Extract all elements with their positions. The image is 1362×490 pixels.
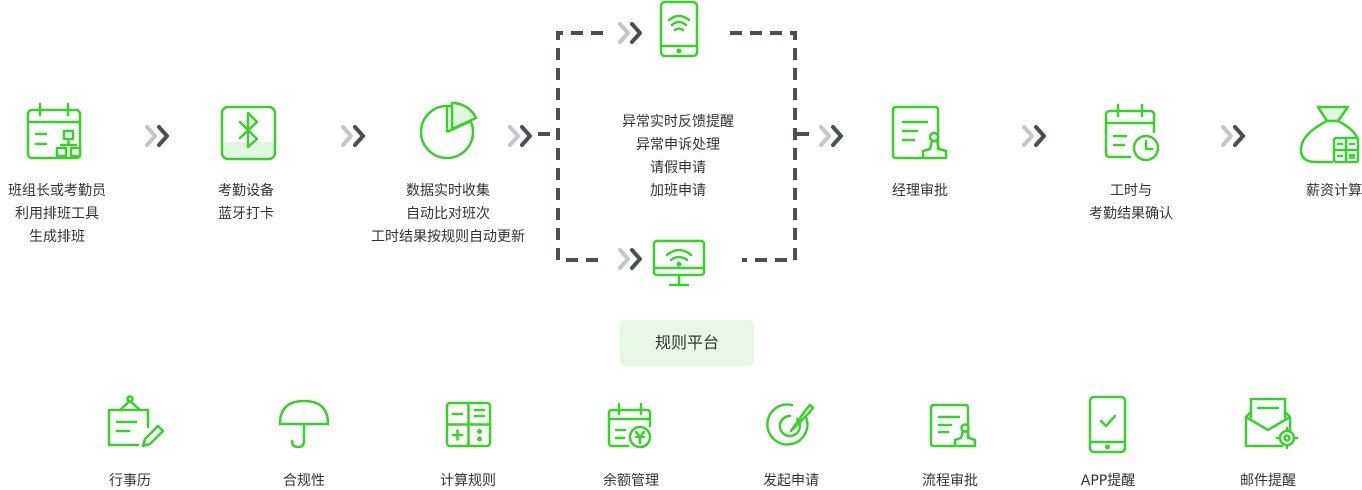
- flow-arrow: [508, 125, 532, 147]
- mobile-phone-wifi-icon: [659, 0, 699, 58]
- step-manager-label: 经理审批: [892, 183, 948, 199]
- step-salary-label: 薪资计算: [1306, 183, 1362, 199]
- feature-label-app-reminder: APP提醒: [1080, 473, 1136, 489]
- flow-arrow: [618, 248, 642, 270]
- step-bluetooth-label: 考勤设备 蓝牙打卡: [218, 183, 274, 222]
- feature-label-compliance: 合规性: [283, 473, 325, 489]
- feature-label-calc-rules: 计算规则: [440, 473, 496, 489]
- target-pencil-icon: [766, 403, 815, 446]
- rules-platform-badge: 规则平台: [620, 320, 754, 366]
- pie-chart-icon: [419, 101, 478, 160]
- desktop-monitor-wifi-icon: [652, 239, 706, 287]
- feature-label-email-reminder: 邮件提醒: [1240, 473, 1296, 489]
- step-schedule-label: 班组长或考勤员 利用排班工具 生成排班: [8, 183, 106, 245]
- envelope-gear-icon: [1244, 397, 1299, 450]
- feature-label-balance: 余额管理: [603, 473, 659, 489]
- approval-stamp-icon: [891, 105, 948, 160]
- dashed-process-box: [538, 31, 815, 262]
- money-bag-calculator-icon: [1299, 105, 1360, 164]
- step-collect-label: 数据实时收集 自动比对班次 工时结果按规则自动更新: [371, 183, 525, 245]
- feature-label-approval: 流程审批: [922, 473, 978, 489]
- hanging-sign-pencil-icon: [107, 395, 165, 448]
- calculator-icon: [445, 401, 492, 448]
- feature-label-calendar: 行事历: [109, 473, 151, 489]
- flow-arrow: [819, 125, 843, 147]
- flow-arrow: [1221, 125, 1245, 147]
- calendar-clock-icon: [1104, 103, 1160, 162]
- flow-arrow: [341, 125, 365, 147]
- approval-stamp-icon: [929, 403, 977, 448]
- step-center-label: 异常实时反馈提醒 异常申诉处理 请假申请 加班申请: [622, 114, 734, 199]
- calendar-money-icon: [607, 402, 652, 449]
- flow-arrow: [618, 22, 642, 44]
- flow-arrow: [145, 125, 169, 147]
- mobile-phone-check-icon: [1088, 395, 1127, 454]
- feature-label-apply: 发起申请: [763, 473, 819, 489]
- step-confirm-label: 工时与 考勤结果确认: [1089, 183, 1173, 222]
- bluetooth-icon: [220, 105, 277, 161]
- calendar-org-chart-icon: [26, 102, 82, 160]
- umbrella-icon: [278, 399, 330, 449]
- flow-arrow: [1022, 125, 1046, 147]
